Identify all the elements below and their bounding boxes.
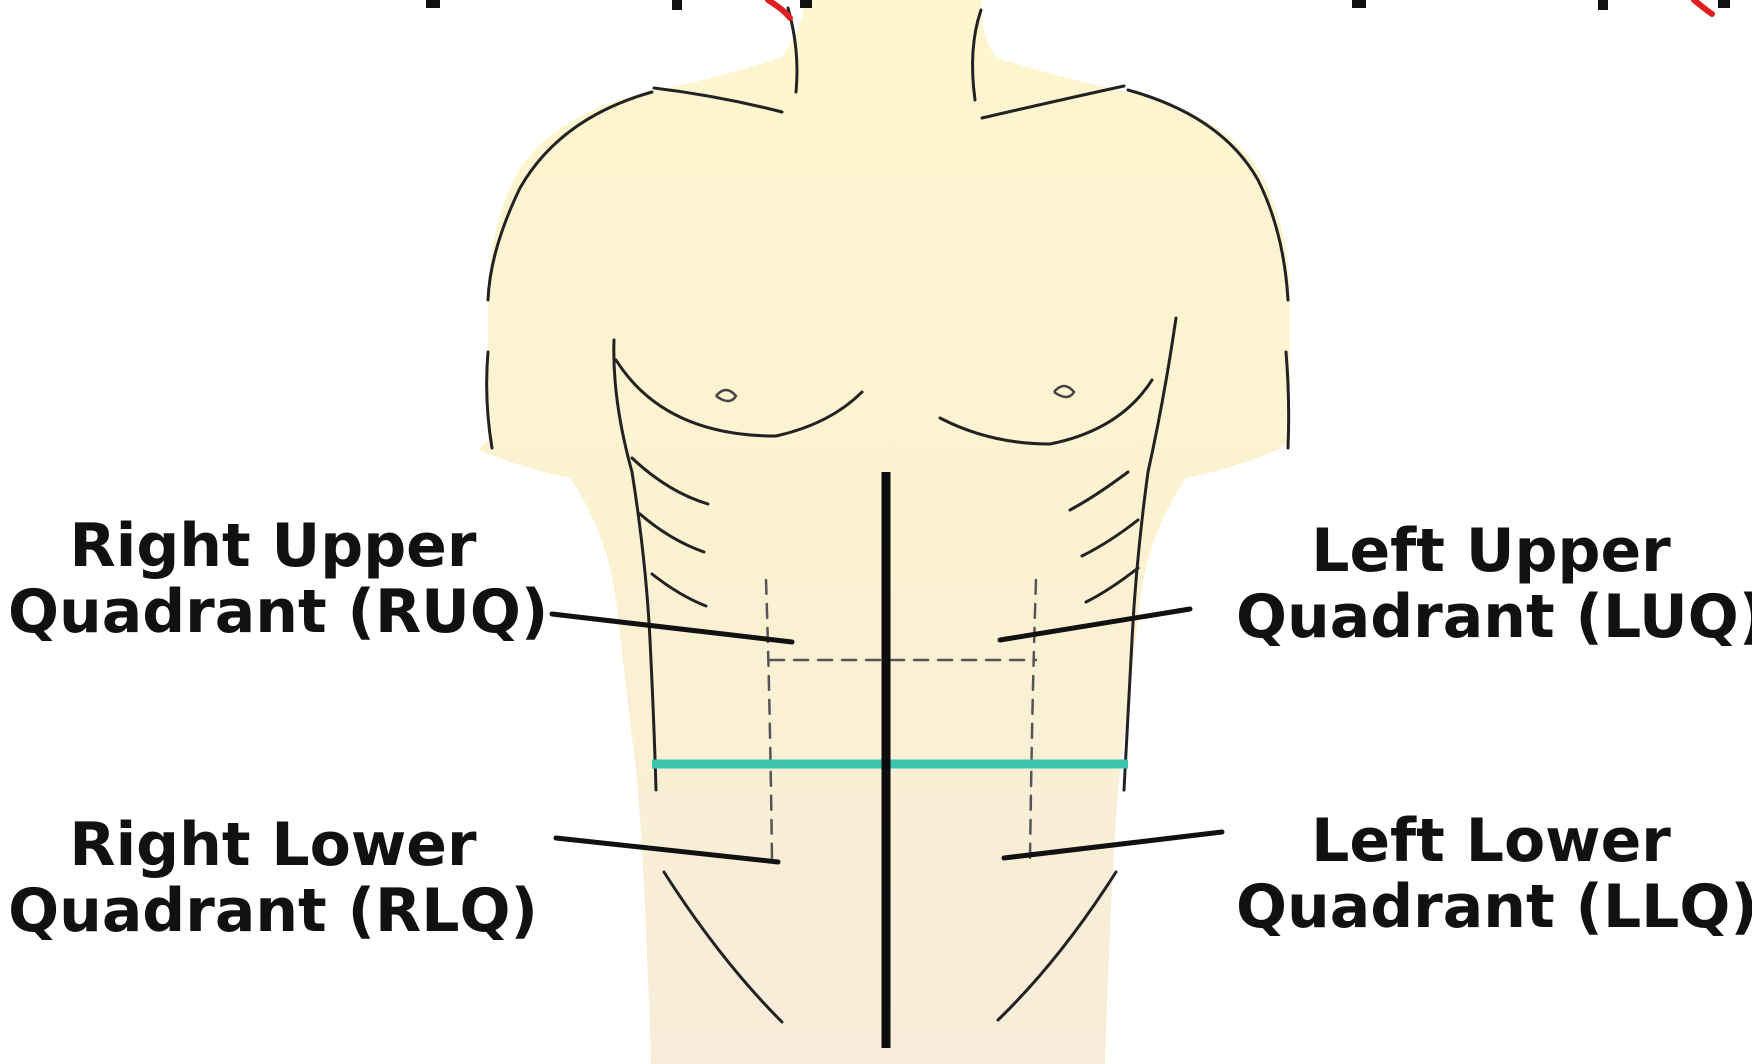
luq-label: Left Upper Quadrant (LUQ) — [1236, 518, 1746, 650]
ruq-label-line1: Right Upper — [8, 513, 538, 579]
luq-label-line1: Left Upper — [1236, 518, 1746, 584]
rlq-label: Right Lower Quadrant (RLQ) — [8, 812, 538, 944]
top-text-fragment-6 — [1718, 0, 1730, 8]
top-text-fragment-1 — [426, 0, 440, 8]
rlq-label-line1: Right Lower — [8, 812, 538, 878]
llq-label-line1: Left Lower — [1236, 808, 1746, 874]
top-text-fragment-5 — [800, 0, 812, 8]
top-red-mark-left — [768, 0, 790, 18]
top-red-mark-right — [1694, 0, 1712, 14]
rlq-label-line2: Quadrant (RLQ) — [8, 878, 538, 944]
top-text-fragment-2 — [672, 0, 682, 10]
llq-label: Left Lower Quadrant (LLQ) — [1236, 808, 1746, 940]
luq-label-line2: Quadrant (LUQ) — [1236, 584, 1746, 650]
ruq-label-line2: Quadrant (RUQ) — [8, 579, 538, 645]
ruq-label: Right Upper Quadrant (RUQ) — [8, 513, 538, 645]
llq-label-line2: Quadrant (LLQ) — [1236, 874, 1746, 940]
top-text-fragment-3 — [1352, 0, 1366, 8]
top-text-fragment-4 — [1598, 0, 1608, 10]
